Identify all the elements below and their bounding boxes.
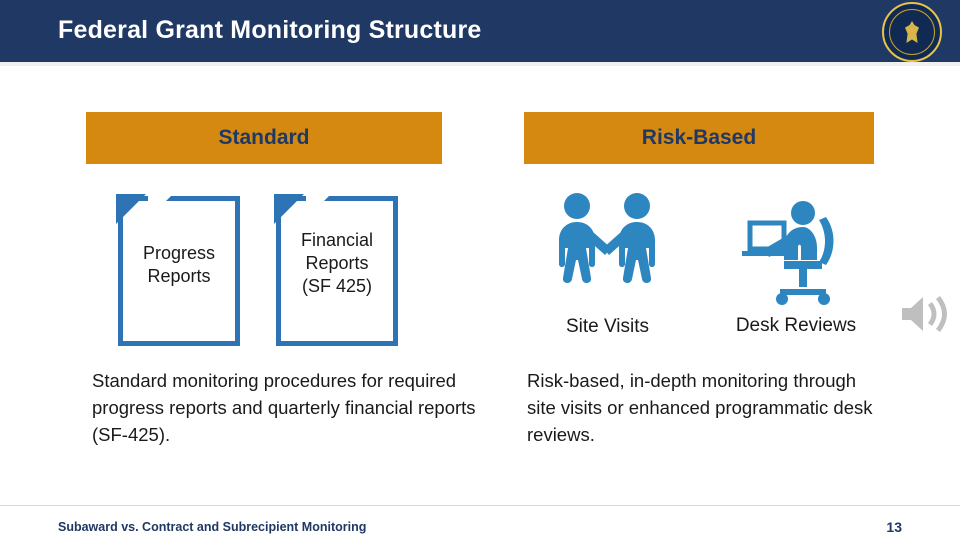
person-at-desk-icon <box>742 201 834 305</box>
column-heading-risk-based: Risk-Based <box>524 112 874 164</box>
document-fold-inner <box>306 196 329 219</box>
footer-title: Subaward vs. Contract and Subrecipient M… <box>58 520 367 534</box>
seal-ring <box>889 9 935 55</box>
financial-reports-label: Financial Reports (SF 425) <box>300 230 374 297</box>
footer-page-number: 13 <box>886 519 902 535</box>
slide-header-bar: Federal Grant Monitoring Structure <box>0 0 960 62</box>
footer-divider <box>0 505 960 506</box>
risk-based-description: Risk-based, in-depth monitoring through … <box>527 370 873 445</box>
column-heading-standard: Standard <box>86 112 442 164</box>
speaker-audio-icon[interactable] <box>898 292 948 336</box>
column-heading-standard-label: Standard <box>218 126 310 149</box>
document-page-shape <box>276 196 398 346</box>
page-title: Federal Grant Monitoring Structure <box>58 16 482 44</box>
standard-description: Standard monitoring procedures for requi… <box>92 370 476 445</box>
two-people-handshake-icon <box>559 193 655 284</box>
header-divider <box>0 62 960 66</box>
progress-reports-label: Progress Reports <box>142 243 216 287</box>
seal-emblem <box>905 21 919 43</box>
site-visits-label: Site Visits <box>565 316 650 337</box>
document-fold-inner <box>148 196 171 219</box>
document-fold-corner <box>116 194 171 224</box>
document-fold-corner <box>274 194 329 224</box>
document-icon: Financial Reports (SF 425) <box>274 194 398 346</box>
desk-reviews-label: Desk Reviews <box>735 315 857 336</box>
state-seal-icon <box>882 2 942 62</box>
document-icon: Progress Reports <box>116 194 240 346</box>
column-heading-risk-based-label: Risk-Based <box>641 126 757 149</box>
